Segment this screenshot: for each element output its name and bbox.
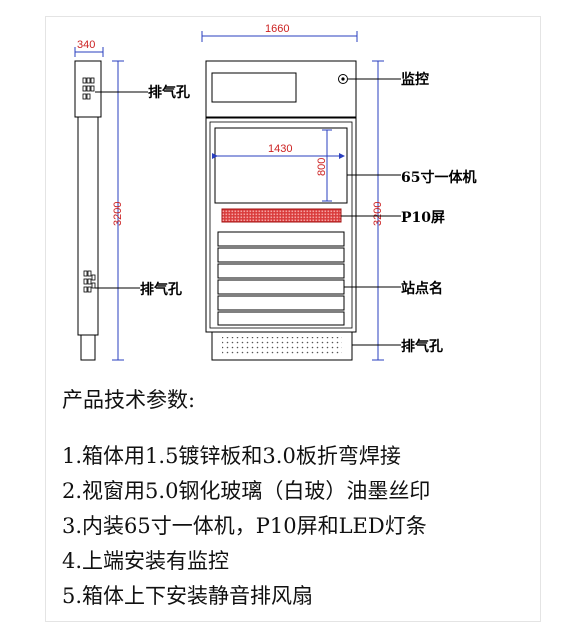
label-monitor: 监控 bbox=[401, 71, 429, 88]
spec-item-3: 3.内装65寸一体机，P10屏和LED灯条 bbox=[62, 514, 427, 538]
spec-item-2: 2.视窗用5.0钢化玻璃（白玻）油墨丝印 bbox=[62, 479, 431, 503]
side-top-vent bbox=[82, 77, 95, 100]
front-width-dim: 1660 bbox=[265, 23, 289, 35]
front-base-vent bbox=[222, 337, 342, 354]
side-view: 340 bbox=[74, 39, 190, 361]
label-side-vent-top: 排气孔 bbox=[148, 84, 190, 101]
screen-height-dim: 800 bbox=[316, 158, 328, 176]
front-view: 1660 1430 800 bbox=[201, 23, 476, 361]
p10-led-screen bbox=[221, 208, 342, 223]
side-width-dim: 340 bbox=[77, 39, 95, 51]
front-height-dim: 3200 bbox=[372, 202, 384, 226]
spec-title: 产品技术参数: bbox=[62, 388, 196, 412]
label-station-name: 站点名 bbox=[401, 280, 443, 297]
spec-item-1: 1.箱体用1.5镀锌板和3.0板折弯焊接 bbox=[62, 444, 401, 468]
label-p10-screen: P10屏 bbox=[401, 210, 445, 226]
spec-section: 产品技术参数: 1.箱体用1.5镀锌板和3.0板折弯焊接 2.视窗用5.0钢化玻… bbox=[62, 384, 542, 614]
screen-width-dim: 1430 bbox=[268, 143, 292, 155]
spec-item-4: 4.上端安装有监控 bbox=[62, 549, 230, 573]
side-top-cap bbox=[74, 60, 102, 118]
side-height-dim: 3200 bbox=[112, 202, 124, 226]
side-body bbox=[77, 116, 99, 336]
label-all-in-one: 65寸一体机 bbox=[401, 169, 476, 186]
spec-item-5: 5.箱体上下安装静音排风扇 bbox=[62, 584, 314, 608]
side-base bbox=[80, 334, 96, 361]
top-display-window bbox=[211, 72, 297, 103]
lcd-screen bbox=[214, 127, 348, 204]
label-front-vent: 排气孔 bbox=[401, 338, 443, 355]
side-bottom-vent bbox=[83, 270, 96, 293]
label-side-vent-bottom: 排气孔 bbox=[140, 281, 182, 298]
